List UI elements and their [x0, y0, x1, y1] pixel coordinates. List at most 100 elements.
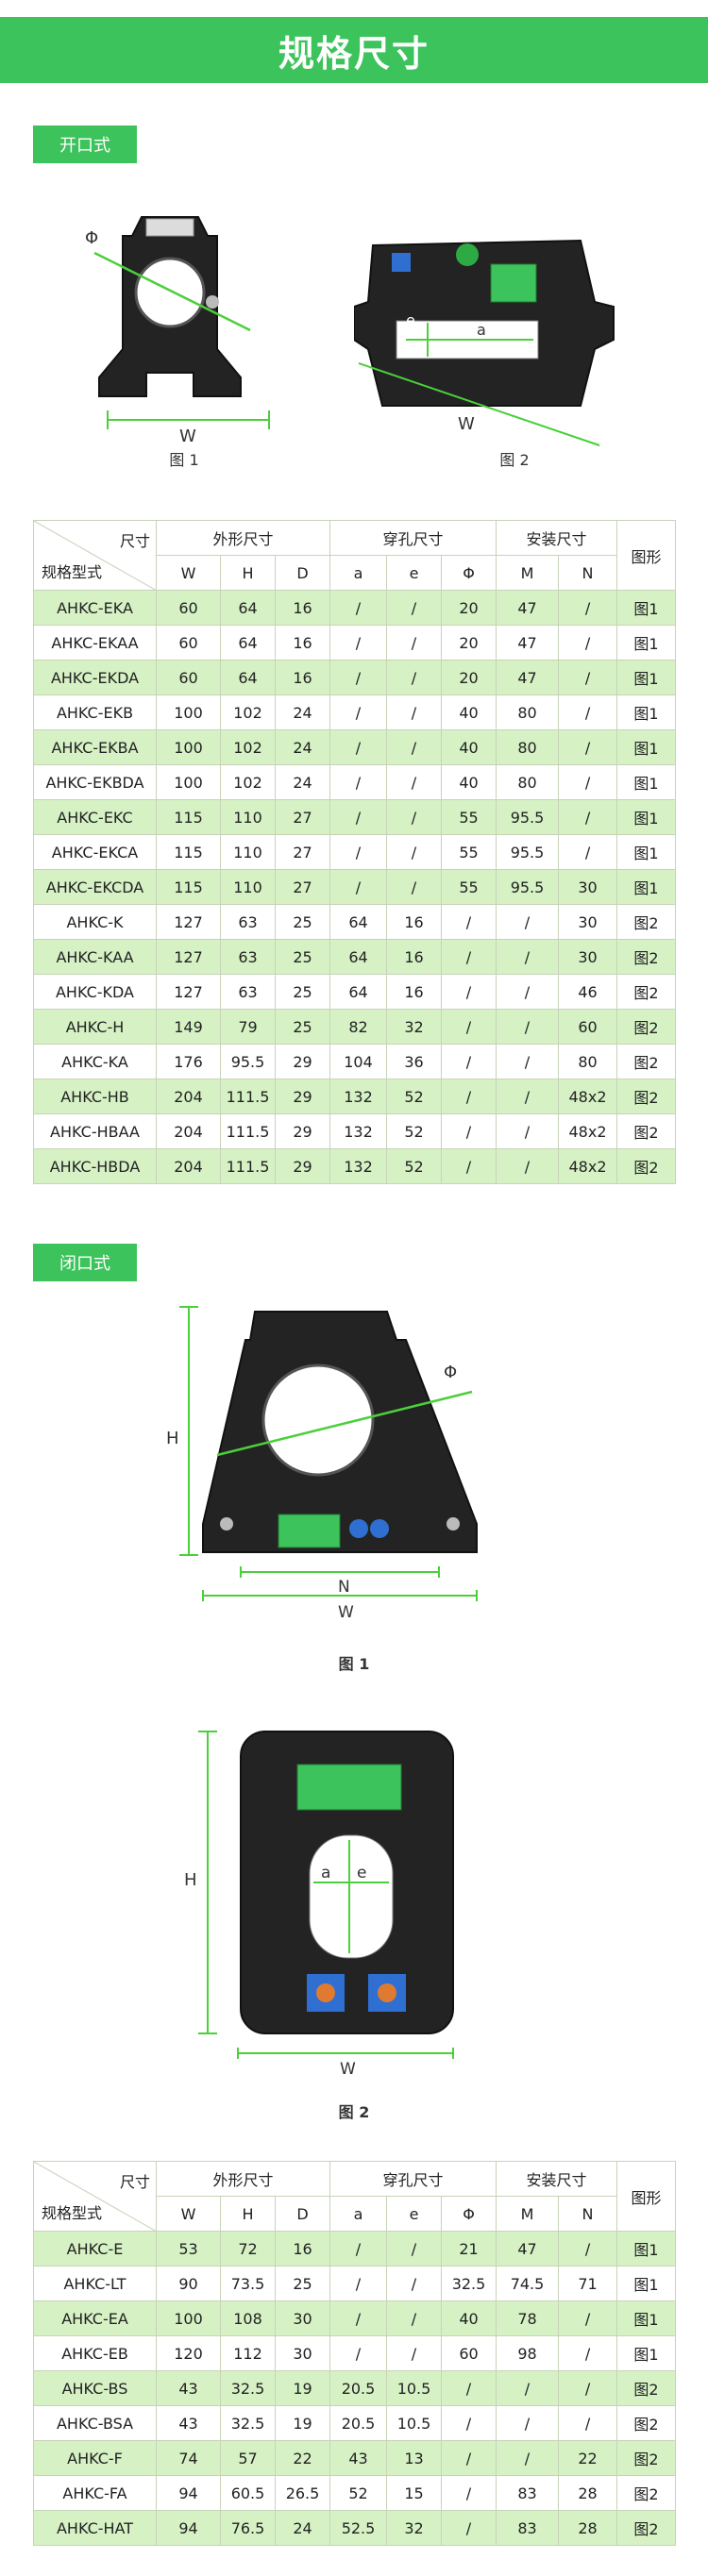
diag-top-label: 尺寸 [119, 532, 150, 550]
value-cell: 图2 [616, 1009, 677, 1045]
model-cell: AHKC-EKBDA [33, 764, 157, 800]
value-cell: 图1 [616, 625, 677, 661]
value-cell: 111.5 [220, 1113, 276, 1149]
page-title: 规格尺寸 [278, 32, 430, 75]
value-cell: 115 [156, 869, 221, 905]
value-cell: 94 [156, 2510, 221, 2546]
model-cell: AHKC-K [33, 904, 157, 940]
value-cell: 47 [496, 2231, 559, 2267]
diag-line [34, 2162, 157, 2232]
value-cell: 43 [156, 2370, 221, 2406]
value-cell: / [329, 625, 387, 661]
e-label: e [406, 311, 415, 329]
value-cell: / [557, 729, 618, 765]
model-cell: AHKC-HAT [33, 2510, 157, 2546]
value-cell: / [386, 625, 442, 661]
open-spec-table: 尺寸 规格型式 外形尺寸 穿孔尺寸 安装尺寸 图形 W H D a e Φ M … [33, 520, 677, 1184]
closed-fig1-caption: 图 1 [338, 1655, 370, 1673]
h-label: H [184, 1870, 197, 1890]
value-cell: 52 [329, 2475, 387, 2511]
value-cell: 32.5 [441, 2266, 497, 2301]
open-section-label: 开口式 [33, 125, 137, 163]
value-cell: 43 [156, 2405, 221, 2441]
value-cell: / [557, 834, 618, 870]
value-cell: 图2 [616, 904, 677, 940]
value-cell: / [496, 1148, 559, 1184]
model-cell: AHKC-EKC [33, 799, 157, 835]
value-cell: 63 [220, 939, 276, 975]
closed-type-figure-1: H Φ N W [166, 1306, 478, 1622]
value-cell: / [496, 2440, 559, 2476]
value-cell: 90 [156, 2266, 221, 2301]
value-cell: / [441, 1044, 497, 1079]
value-cell: 95.5 [220, 1044, 276, 1079]
value-cell: 30 [557, 869, 618, 905]
value-cell: 53 [156, 2231, 221, 2267]
value-cell: 52 [386, 1148, 442, 1184]
value-cell: 204 [156, 1113, 221, 1149]
value-cell: 100 [156, 694, 221, 730]
open-type-figure-2: e a W [354, 239, 615, 446]
value-cell: 32.5 [220, 2370, 276, 2406]
group-mount-header: 安装尺寸 [495, 2161, 618, 2197]
value-cell: 83 [496, 2510, 559, 2546]
value-cell: / [496, 2370, 559, 2406]
value-cell: 29 [275, 1113, 330, 1149]
value-cell: / [329, 729, 387, 765]
value-cell: 图1 [616, 2266, 677, 2301]
value-cell: 40 [441, 2300, 497, 2336]
value-cell: 52 [386, 1113, 442, 1149]
model-cell: AHKC-EKBA [33, 729, 157, 765]
value-cell: 图2 [616, 1079, 677, 1114]
value-cell: 40 [441, 764, 497, 800]
value-cell: / [386, 694, 442, 730]
model-cell: AHKC-KDA [33, 974, 157, 1010]
value-cell: / [441, 1113, 497, 1149]
diag-header-cell: 尺寸 规格型式 [33, 520, 157, 591]
col-header: H [220, 2196, 276, 2232]
model-cell: AHKC-KAA [33, 939, 157, 975]
value-cell: 16 [275, 590, 330, 626]
value-cell: 48x2 [557, 1113, 618, 1149]
col-header: N [557, 2196, 618, 2232]
value-cell: / [441, 1009, 497, 1045]
value-cell: 60 [156, 660, 221, 695]
value-cell: 60 [441, 2335, 497, 2371]
model-cell: AHKC-LT [33, 2266, 157, 2301]
value-cell: 30 [557, 939, 618, 975]
col-header: D [275, 2196, 330, 2232]
value-cell: 27 [275, 869, 330, 905]
value-cell: 110 [220, 799, 276, 835]
value-cell: 32.5 [220, 2405, 276, 2441]
diag-header-cell: 尺寸 规格型式 [33, 2161, 157, 2232]
value-cell: 64 [220, 590, 276, 626]
value-cell: 55 [441, 869, 497, 905]
value-cell: 74 [156, 2440, 221, 2476]
value-cell: 25 [275, 1009, 330, 1045]
model-cell: AHKC-F [33, 2440, 157, 2476]
w-label: W [338, 1603, 354, 1622]
value-cell: 78 [496, 2300, 559, 2336]
value-cell: 图1 [616, 2300, 677, 2336]
h-label: H [166, 1429, 179, 1448]
value-cell: / [329, 2231, 387, 2267]
value-cell: 71 [557, 2266, 618, 2301]
value-cell: 图1 [616, 869, 677, 905]
value-cell: 29 [275, 1044, 330, 1079]
value-cell: 图2 [616, 2510, 677, 2546]
value-cell: 127 [156, 974, 221, 1010]
value-cell: / [386, 2335, 442, 2371]
value-cell: / [329, 834, 387, 870]
value-cell: / [496, 974, 559, 1010]
value-cell: 127 [156, 939, 221, 975]
value-cell: / [441, 1148, 497, 1184]
value-cell: 100 [156, 764, 221, 800]
value-cell: / [557, 590, 618, 626]
value-cell: 19 [275, 2370, 330, 2406]
